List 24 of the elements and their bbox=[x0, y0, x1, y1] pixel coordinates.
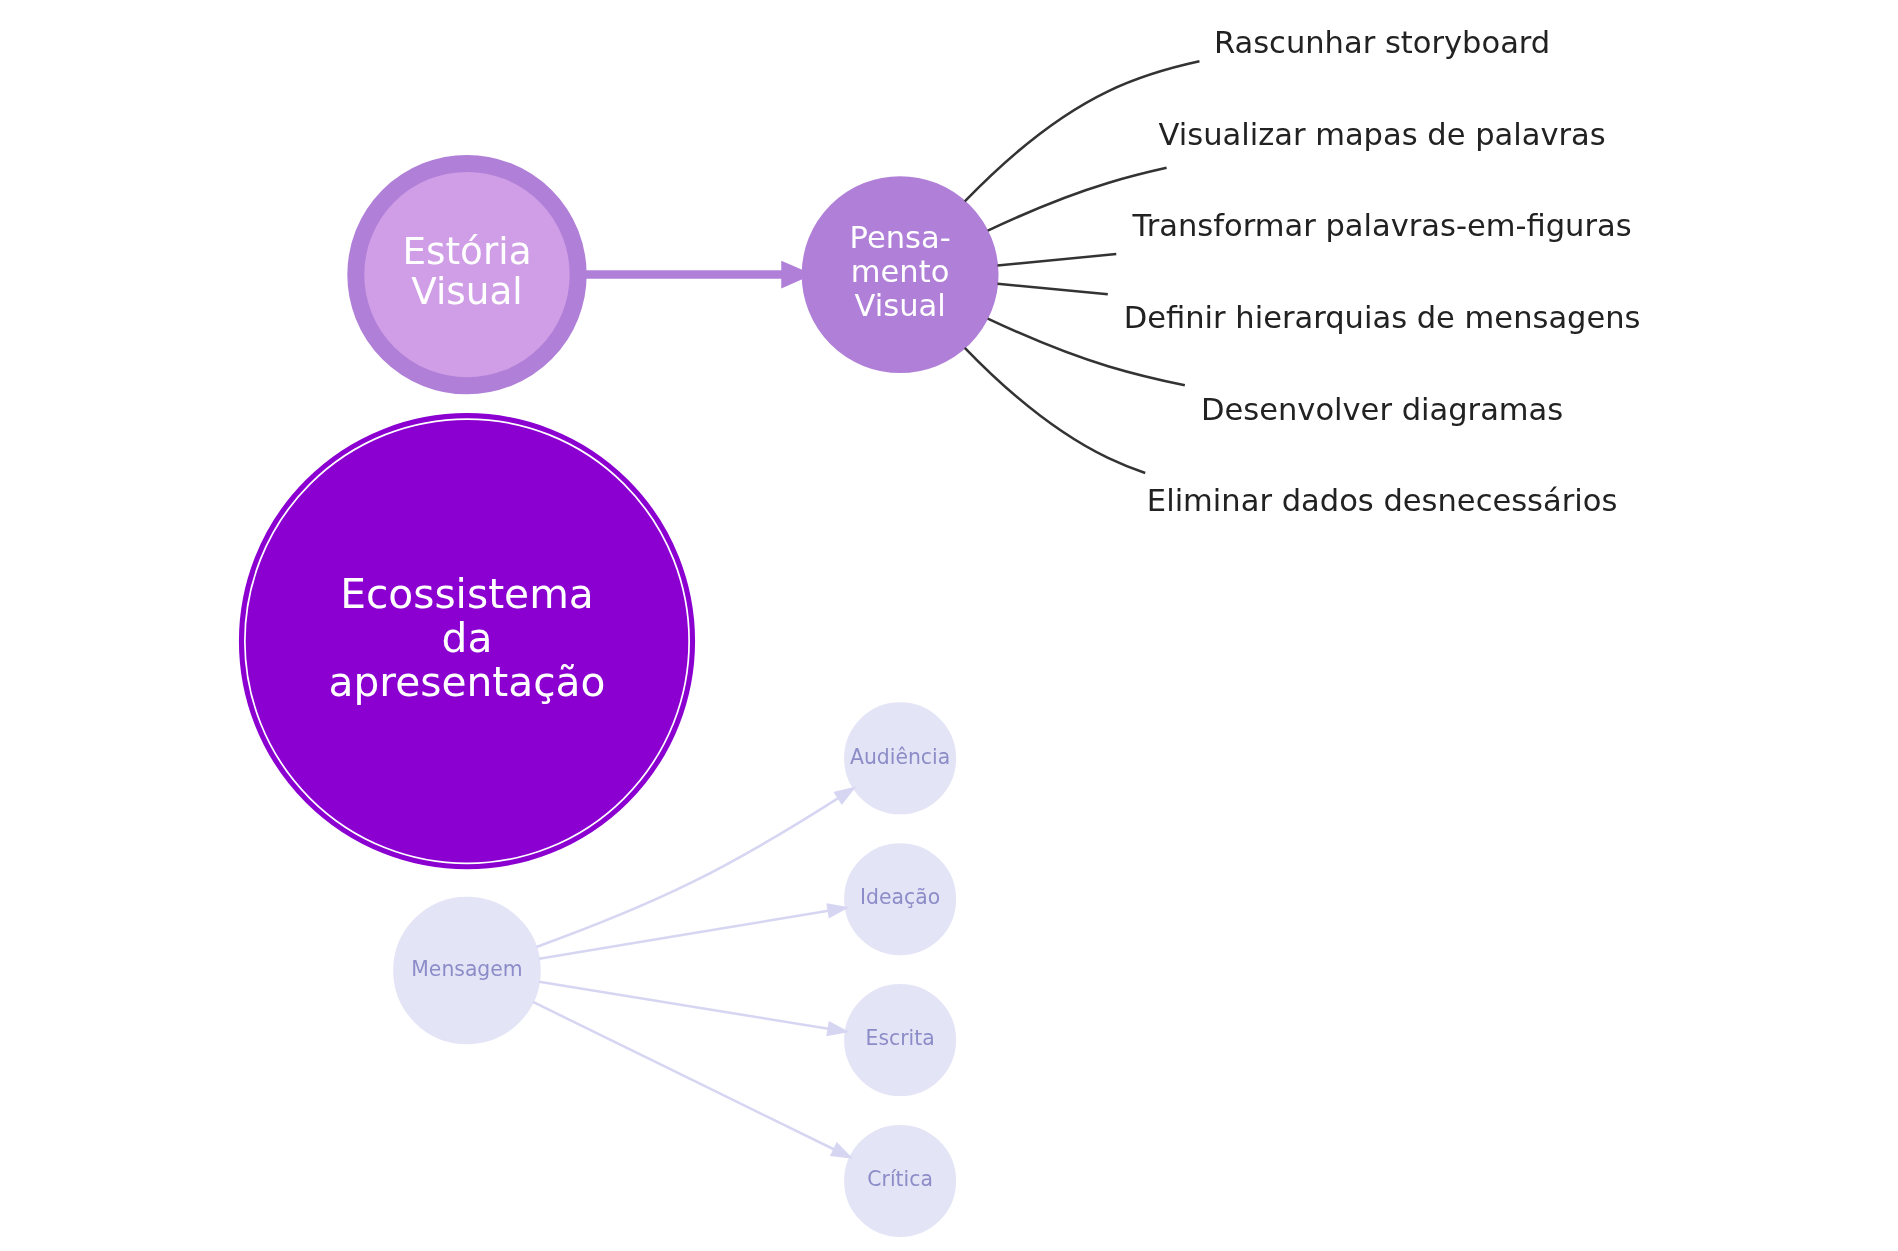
connector bbox=[963, 60, 1200, 203]
connector bbox=[963, 346, 1146, 475]
node-text: Transformar palavras-em-figuras bbox=[1132, 208, 1632, 244]
arrow bbox=[538, 903, 850, 960]
node-circle: Escrita bbox=[844, 984, 957, 1097]
node-text: Eliminar dados desnecessários bbox=[1146, 483, 1618, 519]
arrow bbox=[536, 786, 857, 949]
connector bbox=[997, 252, 1117, 267]
node-text: Rascunhar storyboard bbox=[1213, 24, 1551, 60]
arrow bbox=[532, 1000, 854, 1159]
node-text: Definir hierarquias de mensagens bbox=[1123, 299, 1641, 335]
node-circle: Audiência bbox=[844, 702, 957, 815]
connector bbox=[997, 282, 1108, 296]
node-circle: Mensagem bbox=[393, 896, 541, 1045]
node-circle: Ecossistema da apresentação bbox=[238, 413, 696, 870]
node-text: Desenvolver diagramas bbox=[1200, 391, 1564, 427]
node-circle: Crítica bbox=[844, 1124, 957, 1237]
connector bbox=[987, 317, 1186, 387]
node-circle: Pensa- mento Visual bbox=[801, 176, 999, 374]
arrow bbox=[538, 980, 850, 1037]
node-text: Visualizar mapas de palavras bbox=[1158, 116, 1606, 152]
node-circle: Estória Visual bbox=[347, 154, 587, 395]
node-circle: Ideação bbox=[844, 843, 957, 956]
connector bbox=[987, 166, 1167, 232]
